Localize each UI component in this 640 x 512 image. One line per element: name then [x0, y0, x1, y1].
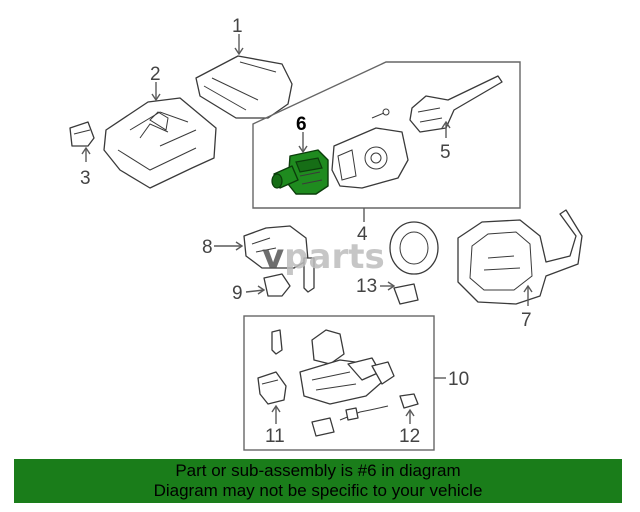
callout-1: 1 — [232, 16, 243, 37]
watermark-logo: vparts — [262, 237, 385, 277]
callout-8: 8 — [202, 237, 213, 258]
group-4-frame — [252, 61, 521, 209]
part-12-small-part[interactable] — [399, 393, 419, 409]
callout-4: 4 — [357, 224, 368, 245]
group-10-frame — [243, 315, 435, 451]
part-10-ignition-assembly[interactable] — [271, 329, 395, 437]
part-13-clock-spring[interactable] — [389, 221, 439, 305]
part-6-switch-highlighted[interactable] — [271, 149, 329, 195]
callout-3: 3 — [80, 168, 91, 189]
callout-2: 2 — [150, 64, 161, 85]
part-1-upper-cover[interactable] — [195, 55, 293, 119]
parts-diagram: 1 2 3 4 6 — [69, 16, 583, 451]
part-11-lock-cylinder[interactable] — [257, 371, 287, 405]
banner-line-2: Diagram may not be specific to your vehi… — [153, 481, 483, 500]
part-4-combination-switch[interactable] — [331, 127, 409, 189]
callout-13: 13 — [356, 276, 377, 297]
callout-11: 11 — [265, 426, 285, 447]
key-icon — [371, 108, 390, 119]
part-5-wiper-lever[interactable] — [409, 75, 503, 133]
part-3-trim[interactable] — [69, 121, 95, 147]
callout-6: 6 — [296, 114, 307, 135]
callout-7: 7 — [521, 310, 532, 331]
part-9-clip[interactable] — [263, 273, 291, 297]
banner-line-1: Part or sub-assembly is #6 in diagram — [175, 461, 461, 480]
info-banner: Part or sub-assembly is #6 in diagram Di… — [14, 459, 622, 503]
callout-9: 9 — [232, 283, 243, 304]
callout-12: 12 — [399, 426, 420, 447]
part-2-lower-cover[interactable] — [103, 97, 217, 189]
part-7-steering-wheel[interactable] — [457, 209, 583, 305]
part-8-lock-housing[interactable] — [243, 225, 315, 293]
callout-10: 10 — [448, 369, 469, 390]
callout-5: 5 — [440, 142, 451, 163]
